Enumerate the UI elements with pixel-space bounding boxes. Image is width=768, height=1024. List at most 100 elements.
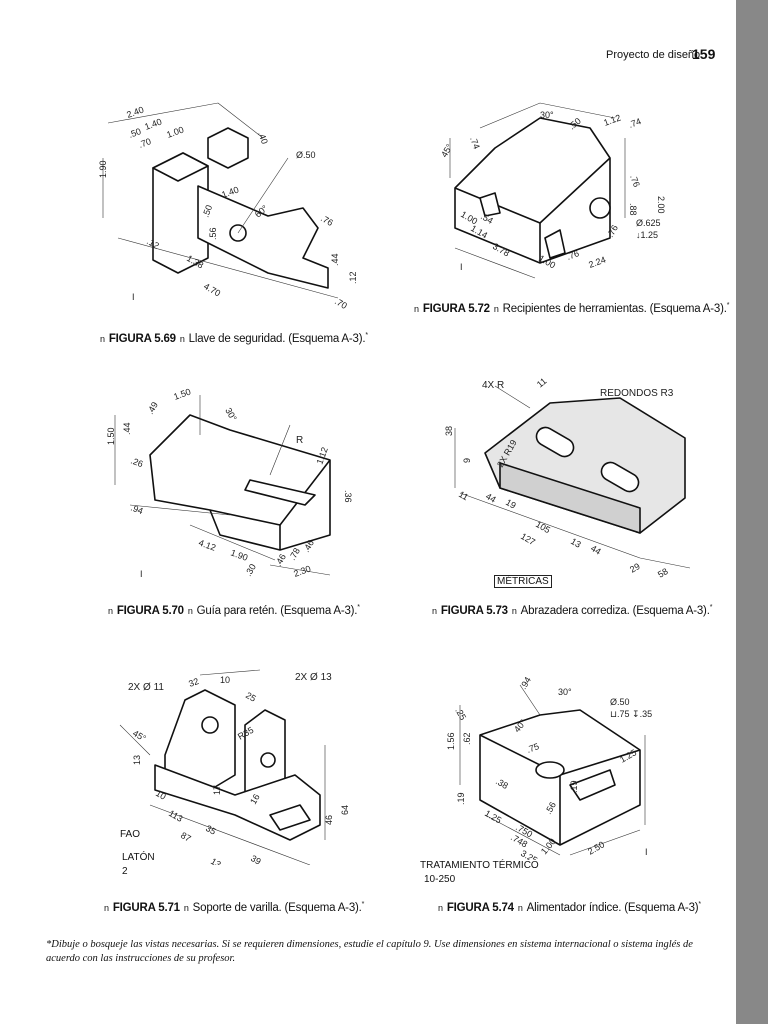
fig573-dim: 9: [462, 458, 472, 463]
fig574-dim: 1.56: [446, 732, 456, 750]
fig570-dim: .26: [129, 455, 144, 469]
caption-bullet: n: [187, 605, 193, 616]
figure-5-73-drawing: 4X R REDONDOS R3 38 9 11 44 19 105 127 1…: [440, 378, 710, 588]
page-edge-bar: [736, 0, 768, 1024]
fig571-dim: 35: [204, 823, 218, 837]
fig570-dim: 1.50: [172, 386, 192, 401]
caption-bullet: n: [493, 303, 499, 314]
fig571-dim: 87: [179, 830, 193, 844]
fig571-dim: 46: [324, 815, 334, 825]
fig572-dim: .88: [628, 203, 638, 216]
fig571-dim: 2X Ø 13: [295, 672, 332, 683]
fig574-dim: ⊔.75 ↧.35: [610, 709, 652, 719]
fig572-dim: 1.12: [602, 112, 622, 127]
caption-mark: *: [357, 604, 360, 611]
fig569-dim: .76: [319, 213, 335, 228]
fig570-dim: 30°: [223, 406, 239, 423]
fig572-dim: 30°: [540, 110, 554, 120]
fig574-dim: .19: [456, 792, 466, 805]
caption-text: Recipientes de herramientas. (Esquema A-…: [502, 302, 727, 315]
fig571-dim: 2X Ø 11: [128, 682, 164, 693]
caption-bullet: n: [104, 902, 109, 913]
fig573-dim: 127: [519, 531, 537, 547]
fig573-dim: 38: [444, 426, 454, 436]
caption-bullet: n: [432, 605, 437, 616]
footnote: *Dibuje o bosqueje las vistas necesarias…: [46, 939, 693, 964]
fig571-dim: 10: [220, 675, 230, 685]
fig571-dim: 17: [212, 785, 222, 795]
fig570-dim: .44: [122, 422, 132, 435]
fig573-dim: 11: [535, 378, 549, 390]
fig572-dim: 2.00: [656, 196, 666, 214]
fig571-note: 2: [122, 866, 128, 877]
fig569-dim: .40: [256, 130, 270, 145]
fig571-dim: 13: [132, 755, 142, 765]
page-number: 159: [692, 46, 716, 62]
caption-bullet: n: [438, 902, 443, 913]
fig573-dim: 44: [589, 543, 603, 557]
fig573-dim: 13: [569, 536, 583, 550]
fig571-dim: 113: [167, 808, 184, 824]
caption-text: Soporte de varilla. (Esquema A-3).: [192, 901, 362, 914]
fig574-dim: .19: [569, 780, 579, 793]
fig571-note: LATÓN: [122, 852, 155, 863]
running-header-title: Proyecto de diseño: [606, 49, 701, 61]
figure-5-71-drawing: 2X Ø 11 32 10 25 2X Ø 13 45° R35 13 10 1…: [110, 665, 360, 865]
fig569-dim: .50: [127, 126, 142, 140]
fig572-dim: Ø.625: [636, 218, 661, 228]
caption-bullet: n: [108, 605, 113, 616]
fig573-dim: 19: [504, 497, 518, 511]
fig571-dim: 25: [244, 690, 258, 704]
fig571-dim: 32: [187, 676, 200, 689]
fig572-dim: .74: [627, 116, 642, 130]
fig572-dim: 2.24: [587, 254, 607, 269]
figure-5-69-drawing: 2.40 .50 1.40 .70 1.00 .40 1.90 Ø.50 1.4…: [98, 98, 368, 313]
fig574-dim: 30°: [558, 687, 572, 697]
fig570-dim: .78: [287, 546, 302, 562]
caption-number: FIGURA 5.72: [422, 302, 490, 315]
fig572-dim: I: [460, 262, 463, 272]
caption-number: FIGURA 5.69: [108, 332, 176, 345]
fig571-dim: 13: [209, 856, 223, 865]
fig570-dim: .49: [145, 400, 160, 416]
fig574-dim: 3.25: [519, 848, 539, 860]
caption-bullet: n: [100, 333, 105, 344]
fig573-dim: 58: [656, 566, 670, 580]
fig573-dim: REDONDOS R3: [600, 388, 674, 399]
fig574-dim: .94: [518, 675, 533, 691]
caption-mark: *: [361, 901, 365, 908]
fig573-dim: 105: [534, 519, 552, 535]
fig574-dim: Ø.50: [610, 697, 630, 707]
fig572-dim: .76: [565, 248, 580, 262]
fig571-dim: 16: [248, 792, 262, 806]
fig570-dim: 4.12: [197, 537, 217, 552]
fig569-dim: I: [132, 292, 135, 302]
fig572-dim: ↓1.25: [636, 230, 658, 240]
fig570-dim: 1.50: [106, 427, 116, 445]
caption-text: Alimentador índice. (Esquema A-3): [526, 901, 699, 914]
fig569-dim: 4.70: [202, 281, 222, 298]
fig573-dim: 44: [484, 491, 498, 505]
fig571-dim: 45°: [131, 728, 148, 744]
caption-bullet: n: [183, 902, 189, 913]
fig570-dim: I: [140, 569, 143, 579]
caption-number: FIGURA 5.73: [440, 604, 508, 617]
fig569-dim: .56: [208, 227, 218, 240]
fig569-dim: .44: [330, 253, 340, 266]
caption-bullet: n: [179, 333, 185, 344]
fig571-dim: 39: [249, 853, 263, 865]
caption-number: FIGURA 5.70: [116, 604, 184, 617]
fig572-dim: .76: [628, 173, 642, 188]
fig569-dim: 1.40: [143, 116, 163, 131]
figure-5-74-drawing: .94 .25 30° Ø.50 ⊔.75 ↧.35 1.56 .62 40° …: [440, 675, 670, 860]
fig573-dim: 11: [457, 489, 470, 502]
fig574-dim: 2.50: [586, 839, 606, 856]
fig569-dim: 2.40: [125, 104, 145, 119]
figure-5-72-drawing: 30° .74 1.12 .74 45° .50 .76 2.00 .88 1.…: [440, 98, 680, 283]
fig569-dim: Ø.50: [296, 150, 316, 160]
caption-bullet: n: [517, 902, 523, 913]
fig574-dim: .75: [525, 741, 540, 755]
